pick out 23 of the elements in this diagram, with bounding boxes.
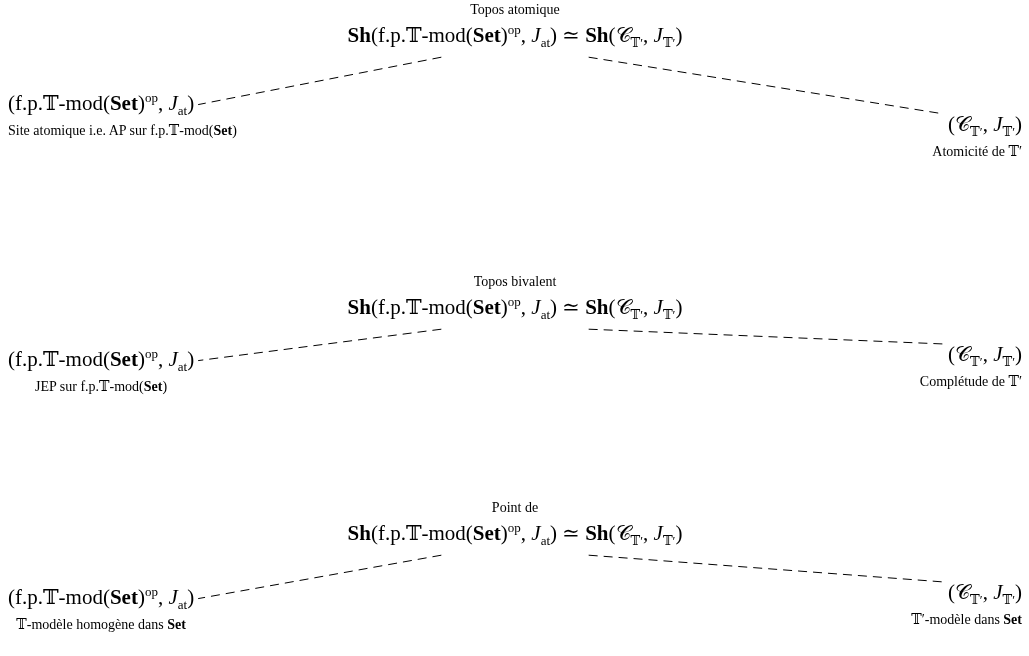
math-formula: (𝒞$_{𝕋′}$, J$_{𝕋′}$) [948,580,1022,610]
caption-text: 𝕋-modèle homogène dans Set [16,617,186,634]
math-formula: Sh(f.p.𝕋-mod(Set)$^{op}$, J$_{at}$) ≃ Sh(𝒞$_{𝕋′}$, J$_{𝕋′}$) [347,293,683,325]
math-formula: (f.p.𝕋-mod(Set)$^{op}$, J$_{at}$) [8,583,195,615]
heading-text: Topos bivalent [473,274,557,290]
heading-text: Point de [491,500,539,516]
dashed-line [588,554,945,583]
dashed-line [197,554,442,600]
caption-text: Atomicité de 𝕋′ [932,144,1022,161]
math-formula: (f.p.𝕋-mod(Set)$^{op}$, J$_{at}$) [8,345,195,377]
math-formula: Sh(f.p.𝕋-mod(Set)$^{op}$, J$_{at}$) ≃ Sh(𝒞$_{𝕋′}$, J$_{𝕋′}$) [347,21,683,53]
caption-text: JEP sur f.p.𝕋-mod(Set) [35,379,168,396]
heading-text: Topos atomique [470,2,560,18]
math-formula: (f.p.𝕋-mod(Set)$^{op}$, J$_{at}$) [8,89,195,121]
dashed-line [197,56,442,106]
math-formula: (𝒞$_{𝕋′}$, J$_{𝕋′}$) [948,112,1022,142]
dashed-line [197,328,442,362]
dashed-line [588,328,945,345]
caption-text: Complétude de 𝕋′ [919,374,1022,391]
caption-text: 𝕋′-modèle dans Set [911,612,1022,629]
math-formula: Sh(f.p.𝕋-mod(Set)$^{op}$, J$_{at}$) ≃ Sh(𝒞$_{𝕋′}$, J$_{𝕋′}$) [347,519,683,551]
caption-text: Site atomique i.e. AP sur f.p.𝕋-mod(Set) [8,123,237,140]
math-formula: (𝒞$_{𝕋′}$, J$_{𝕋′}$) [948,342,1022,372]
